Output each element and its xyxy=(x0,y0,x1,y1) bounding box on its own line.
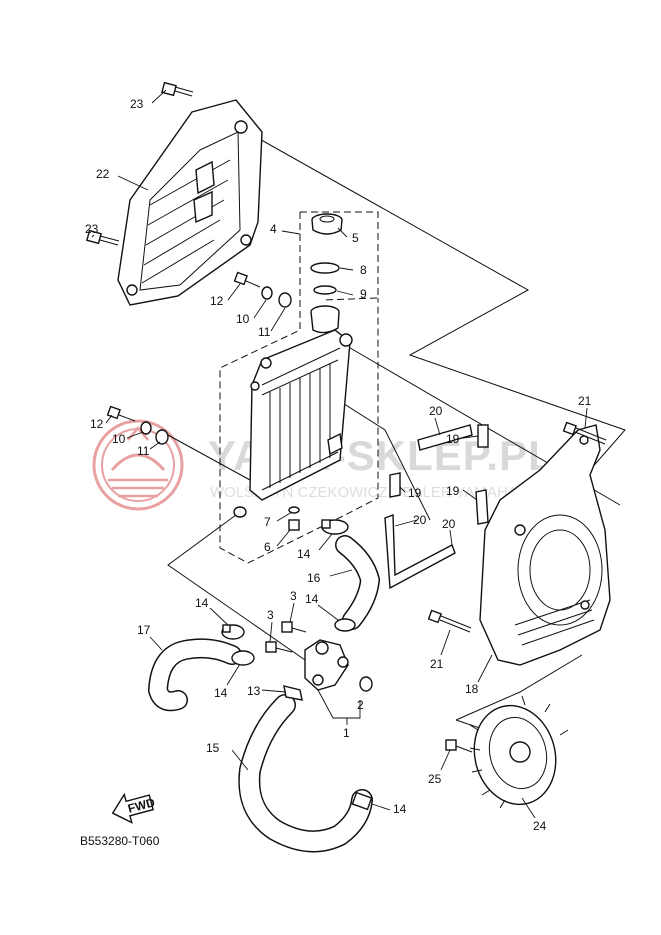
clamp-14-hose15 xyxy=(351,791,373,811)
bolt-12-lower xyxy=(106,405,136,422)
grommet-11-upper xyxy=(278,292,292,308)
callout-19-c: 19 xyxy=(446,484,460,498)
hose-16 xyxy=(335,535,381,630)
bolt-3-lower xyxy=(265,641,293,653)
callout-6: 6 xyxy=(264,540,271,554)
callout-20-lower: 20 xyxy=(442,517,456,531)
bolt-3-upper xyxy=(281,621,307,633)
seal-19-a xyxy=(477,424,489,448)
clamp-14-hose16 xyxy=(334,618,356,632)
callout-14-hose17-upper: 14 xyxy=(195,596,209,610)
collar-10-lower xyxy=(140,421,152,435)
callout-21-lower: 21 xyxy=(430,657,444,671)
callout-12-lower: 12 xyxy=(90,417,104,431)
bolt-23-top xyxy=(161,81,194,97)
fwd-label: FWD xyxy=(126,795,156,816)
callout-5: 5 xyxy=(352,231,359,245)
bolt-25 xyxy=(445,739,473,753)
callout-labels: 23 22 23 4 5 8 9 12 10 11 12 10 11 20 19… xyxy=(85,97,592,833)
radiator-assembly-boundary xyxy=(219,211,379,564)
callout-16: 16 xyxy=(307,571,321,585)
collar-10-upper xyxy=(261,286,273,300)
filler-neck xyxy=(310,305,340,334)
watermark-sub-text: WOLSZTYN CZEKOWICZ DEALER YAMAHA xyxy=(210,484,518,501)
callout-4: 4 xyxy=(270,222,277,236)
callout-11-upper: 11 xyxy=(258,325,271,339)
callout-18: 18 xyxy=(465,682,479,696)
callout-2: 2 xyxy=(357,698,364,712)
callout-21-upper: 21 xyxy=(578,394,592,408)
clamp-14-hose17-lower xyxy=(231,650,255,666)
callout-8: 8 xyxy=(360,263,367,277)
gasket-7 xyxy=(288,506,300,514)
callout-17: 17 xyxy=(137,623,151,637)
leader-lines xyxy=(91,89,588,819)
seal-19-b xyxy=(389,472,401,498)
callout-23-left: 23 xyxy=(85,222,99,236)
callout-23-top: 23 xyxy=(130,97,144,111)
callout-14-radiator: 14 xyxy=(297,547,311,561)
callout-15: 15 xyxy=(206,741,220,755)
bolt-21-lower xyxy=(427,609,472,633)
clamp-13 xyxy=(283,685,303,701)
drain-bolt-6 xyxy=(288,519,300,531)
o-ring-2 xyxy=(359,676,373,692)
callout-3-lower: 3 xyxy=(267,608,274,622)
callout-14-hose17-lower: 14 xyxy=(214,686,228,700)
callout-11-lower: 11 xyxy=(137,444,150,458)
callout-19-b: 19 xyxy=(408,486,422,500)
callout-1: 1 xyxy=(343,726,350,740)
callout-14-hose16: 14 xyxy=(305,592,319,606)
callout-12-upper: 12 xyxy=(210,294,224,308)
callout-25: 25 xyxy=(428,772,442,786)
radiator xyxy=(233,329,353,518)
grommet-11-lower xyxy=(155,429,169,445)
callout-22: 22 xyxy=(96,167,110,181)
diagram-code: B553280-T060 xyxy=(80,834,160,848)
callout-10-upper: 10 xyxy=(236,312,250,326)
bolt-12-upper xyxy=(233,271,261,288)
callout-24: 24 xyxy=(533,819,547,833)
hose-15 xyxy=(238,694,373,853)
o-ring-9 xyxy=(313,285,337,295)
radiator-cap-5 xyxy=(311,213,343,235)
seal-19-c xyxy=(475,489,489,525)
callout-20-middle: 20 xyxy=(413,513,427,527)
callout-3-upper: 3 xyxy=(290,589,297,603)
seal-20-upper xyxy=(417,424,473,451)
fan-24 xyxy=(469,695,569,809)
pipe-assembly-1 xyxy=(304,639,349,691)
callout-14-hose15: 14 xyxy=(393,802,407,816)
fwd-arrow-icon: FWD xyxy=(111,792,157,824)
watermark-logo xyxy=(92,419,184,511)
clamp-14-radiator xyxy=(321,519,349,535)
callout-10-lower: 10 xyxy=(112,432,126,446)
callout-20-upper: 20 xyxy=(429,404,443,418)
callout-13: 13 xyxy=(247,684,261,698)
bolt-21-upper xyxy=(562,421,607,445)
callout-9: 9 xyxy=(360,287,367,301)
callout-19-a: 19 xyxy=(446,432,460,446)
clamp-14-hose17-upper xyxy=(221,624,245,640)
o-ring-8 xyxy=(310,262,340,274)
radiator-cover-22 xyxy=(117,99,263,306)
bolt-23-left xyxy=(86,229,120,246)
callout-7: 7 xyxy=(264,515,271,529)
hose-17 xyxy=(147,638,242,712)
fan-shroud-18 xyxy=(479,424,611,666)
